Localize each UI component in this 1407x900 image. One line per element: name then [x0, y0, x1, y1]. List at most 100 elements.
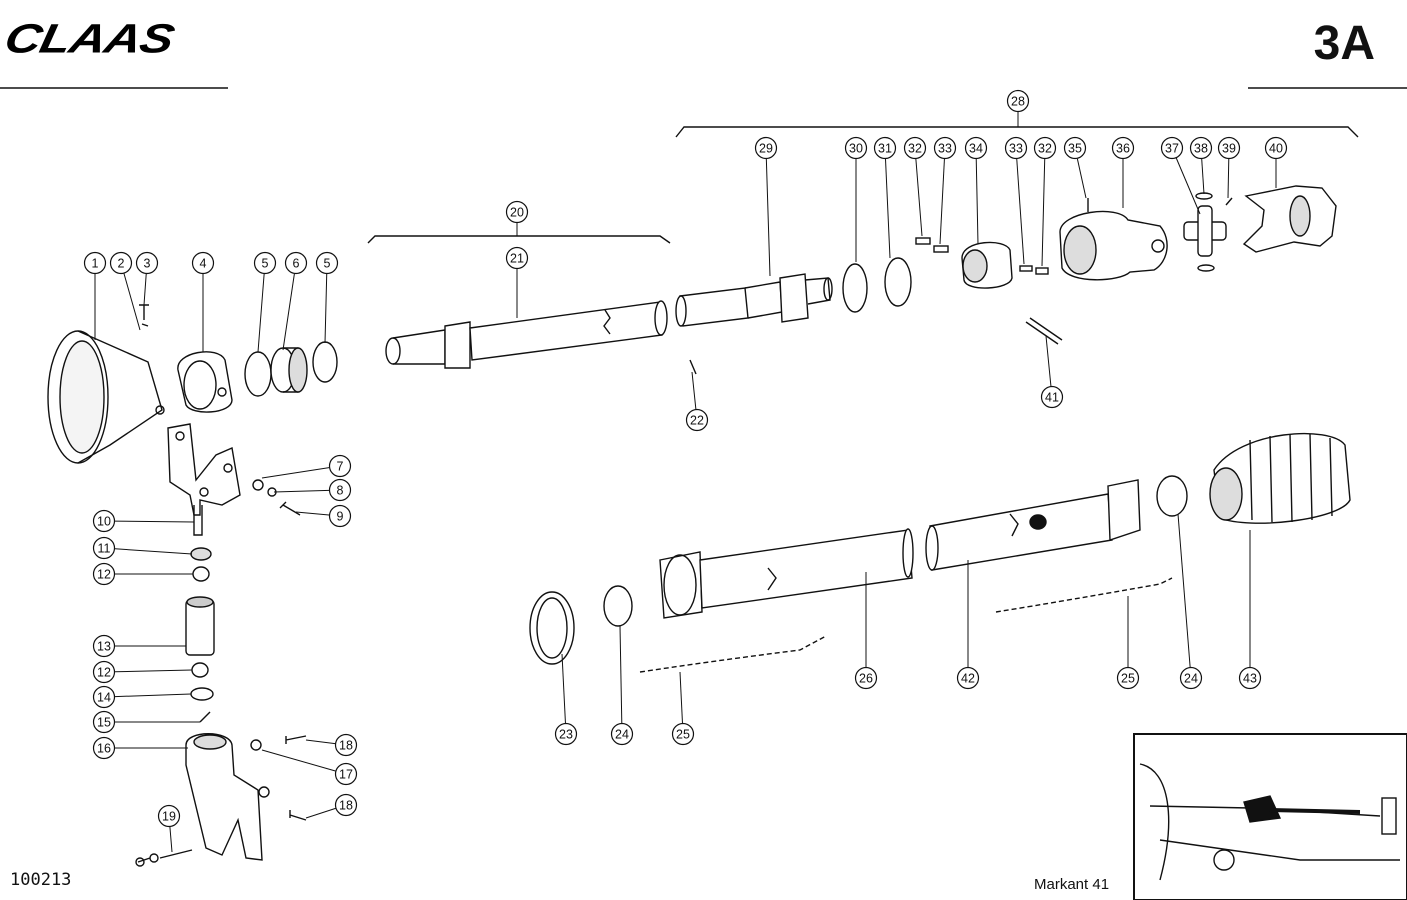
leader-line: [765, 158, 771, 277]
callout-9: 9: [295, 504, 352, 528]
callout-circle: [844, 136, 868, 160]
callout-label: 3: [144, 257, 151, 271]
callout-circle: [253, 251, 277, 275]
callout-label: 38: [1194, 142, 1208, 156]
callout-label: 17: [339, 768, 353, 782]
callout-circle: [92, 736, 116, 760]
leader-line: [169, 826, 173, 853]
callout-10: 10: [92, 509, 195, 533]
callout-37: 37: [1160, 136, 1201, 215]
callout-38: 38: [1189, 136, 1213, 195]
callout-circle: [671, 722, 695, 746]
bush-12b: [191, 662, 209, 678]
callout-label: 18: [339, 799, 353, 813]
callout-label: 24: [1184, 672, 1198, 686]
callout-34: 34: [964, 136, 988, 245]
callout-circle: [1111, 136, 1135, 160]
callout-circle: [315, 251, 339, 275]
callout-25: 25: [1116, 596, 1140, 690]
washer-2: [141, 323, 149, 327]
leader-line: [114, 520, 195, 523]
leader-line: [619, 625, 623, 724]
callout-circle: [328, 478, 352, 502]
leader-line: [691, 371, 697, 410]
callout-label: 16: [97, 742, 111, 756]
nut-17a: [250, 739, 262, 751]
callout-circle: [1033, 136, 1057, 160]
callout-circle: [157, 804, 181, 828]
callout-circle: [1238, 666, 1262, 690]
callout-12: 12: [92, 660, 193, 684]
callout-label: 29: [759, 142, 773, 156]
callout-31: 31: [873, 136, 897, 259]
callout-22: 22: [685, 371, 709, 432]
chain-25a: [639, 635, 827, 673]
callout-3: 3: [135, 251, 159, 306]
pin-22: [689, 359, 697, 375]
washer-14: [190, 687, 214, 701]
callout-label: 6: [293, 257, 300, 271]
leader-line: [305, 739, 336, 745]
callout-label: 37: [1165, 142, 1179, 156]
callout-39: 39: [1217, 136, 1241, 199]
clamp-ring-part: [177, 351, 233, 413]
callout-circle: [873, 136, 897, 160]
callout-7: 7: [261, 454, 352, 479]
callout-circle: [685, 408, 709, 432]
callout-circle: [92, 660, 116, 684]
circlip-30: [842, 263, 868, 313]
callout-circle: [854, 666, 878, 690]
leader-line: [1227, 158, 1230, 199]
callout-35: 35: [1063, 136, 1087, 199]
leader-line: [261, 467, 330, 479]
callout-25: 25: [671, 671, 695, 746]
callout-30: 30: [844, 136, 868, 262]
snap-ring-5b: [312, 341, 338, 383]
callout-label: 41: [1045, 391, 1059, 405]
callout-circle: [92, 685, 116, 709]
callout-label: 12: [97, 666, 111, 680]
leader-line: [885, 158, 891, 259]
inner-shaft-21: [385, 300, 668, 369]
leader-line: [679, 671, 683, 724]
callout-33: 33: [1004, 136, 1028, 265]
callout-circle: [92, 509, 116, 533]
callout-circle: [964, 136, 988, 160]
leader-line: [114, 669, 193, 673]
outer-shaft-29: [675, 273, 833, 327]
callout-circle: [610, 722, 634, 746]
leader-line: [1016, 158, 1025, 265]
leader-line: [123, 273, 141, 331]
callout-label: 14: [97, 691, 111, 705]
leader-line: [324, 273, 328, 344]
bracket-20: [367, 235, 671, 244]
callout-26: 26: [854, 572, 878, 690]
callout-circle: [1217, 136, 1241, 160]
callout-8: 8: [273, 478, 352, 502]
leader-line: [939, 158, 945, 245]
callout-circle: [92, 710, 116, 734]
guard-cone-part: [47, 330, 165, 464]
leader-line: [1201, 158, 1205, 195]
callout-circle: [334, 733, 358, 757]
callout-11: 11: [92, 536, 193, 560]
callout-14: 14: [92, 685, 192, 709]
snap-ring-5a: [244, 351, 272, 397]
screw-3: [139, 304, 149, 320]
callout-circle: [328, 504, 352, 528]
callout-circle: [284, 251, 308, 275]
leader-line: [1041, 158, 1046, 267]
callout-circle: [191, 251, 215, 275]
bolt-18b: [289, 810, 307, 821]
leader-line: [915, 158, 923, 237]
leader-line: [305, 807, 336, 819]
callout-circle: [92, 536, 116, 560]
callout-label: 30: [849, 142, 863, 156]
overview-inset: [1133, 733, 1407, 900]
sheet-number: 3A: [1313, 17, 1375, 70]
callout-label: 8: [337, 484, 344, 498]
callout-29: 29: [754, 136, 778, 277]
pin-15: [199, 711, 211, 723]
callout-label: 22: [690, 414, 704, 428]
